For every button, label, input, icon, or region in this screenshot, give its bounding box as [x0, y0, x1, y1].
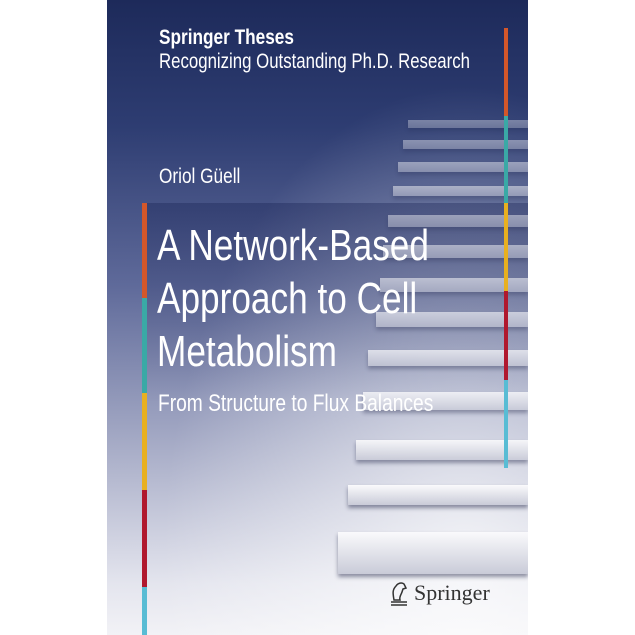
stair-step [408, 120, 528, 128]
stair-step [388, 215, 528, 227]
stair-step [376, 312, 528, 327]
publisher-name: Springer [414, 580, 490, 605]
book-title-line-1: A Network-Based [157, 221, 429, 270]
stair-step [363, 392, 528, 410]
book-cover: Springer Theses Recognizing Outstanding … [107, 0, 528, 635]
book-subtitle: From Structure to Flux Balances [158, 390, 434, 417]
color-bar-orange [142, 203, 147, 298]
stair-step [393, 186, 528, 196]
stair-step [338, 532, 528, 574]
series-name: Springer Theses [159, 26, 294, 49]
book-title-line-2: Approach to Cell [157, 274, 418, 323]
right-bar-orange [504, 28, 508, 116]
right-bar-teal [504, 116, 508, 203]
series-tagline: Recognizing Outstanding Ph.D. Research [159, 50, 470, 73]
right-bar-red [504, 291, 508, 380]
right-bar-cyan [504, 380, 508, 468]
title-panel [145, 203, 528, 403]
color-bar-teal [142, 298, 147, 393]
author-name: Oriol Güell [159, 165, 241, 188]
springer-knight-icon [391, 582, 408, 606]
color-bar-red [142, 490, 147, 587]
book-title-line-3: Metabolism [157, 327, 337, 376]
stair-step [348, 485, 528, 505]
color-bar-yellow [142, 393, 147, 490]
stair-step [356, 440, 528, 460]
stair-step [383, 245, 528, 258]
stair-step [403, 140, 528, 149]
right-bar-yellow [504, 203, 508, 291]
stair-step [398, 162, 528, 172]
publisher-logo: Springer [388, 580, 490, 606]
color-bar-cyan [142, 587, 147, 635]
stair-step [380, 278, 528, 292]
